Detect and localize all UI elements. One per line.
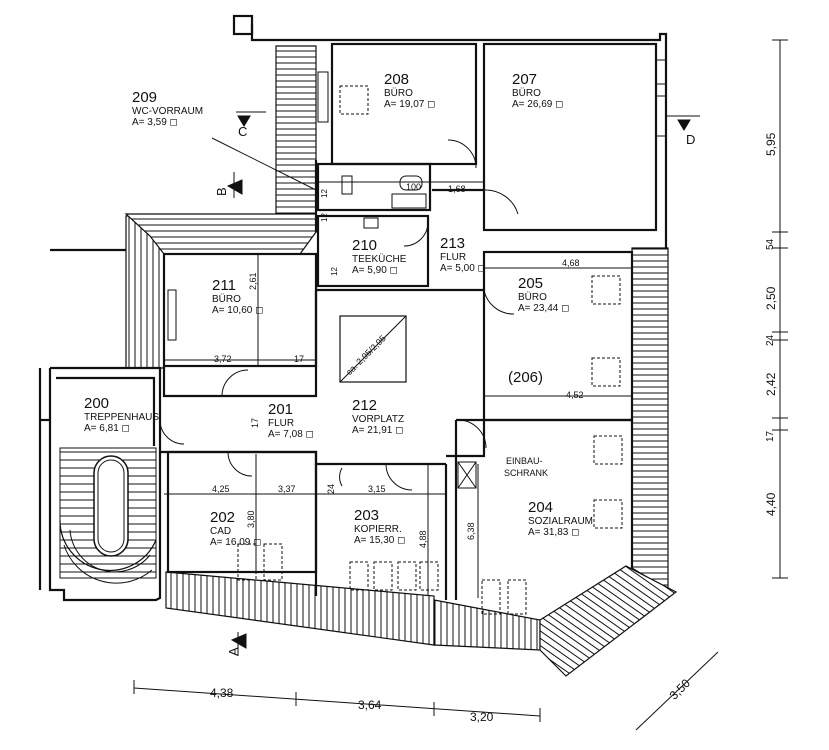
section-label-d: D [686,132,696,147]
room-name: VORPLATZ [352,414,405,425]
room-number: 200 [84,395,110,412]
room-202: 202 CAD A= 16,09 ◻ [210,509,262,549]
dim-right-250: 2,50 [764,286,778,310]
room-209: 209 WC-VORRAUM A= 3,59 ◻ [132,89,204,129]
room-area: A= 10,60 ◻ [212,305,264,316]
room-208: 208 BÜRO A= 19,07 ◻ [384,71,436,111]
dim-452: 4,52 [566,390,584,400]
staircase [59,447,157,584]
furniture [237,85,623,615]
dim-315: 3,15 [368,484,386,494]
room-name: BÜRO [518,292,547,303]
room-number: (206) [508,369,544,386]
room-206: (206) [508,370,543,386]
room-name: BÜRO [384,88,413,99]
room-area: A= 26,69 ◻ [512,99,564,110]
room-number: 208 [384,71,410,88]
room-area: A= 5,90 ◻ [352,265,398,276]
dim-right-440: 4,40 [764,492,778,516]
room-name: TEEKÜCHE [352,254,407,265]
dim-638: 6,38 [466,522,476,540]
room-203: 203 KOPIERR. A= 15,30 ◻ [354,507,406,547]
dim-right-242: 2,42 [764,372,778,396]
room-area: A= 19,07 ◻ [384,99,436,110]
room-number: 207 [512,71,538,88]
room-number: 203 [354,507,380,524]
dim-337: 3,37 [278,484,296,494]
room-area: A= 3,59 ◻ [132,117,178,128]
section-label-c: C [238,124,248,139]
room-name: KOPIERR. [354,524,402,535]
dim-17a: 17 [294,354,305,364]
dim-bottom-438: 4,38 [210,686,234,700]
dim-right-17: 17 [765,430,776,442]
room-name: SOZIALRAUM [528,516,594,527]
wc-fixtures [341,175,427,229]
dim-12a: 12 [320,189,329,198]
dim-17b: 17 [250,417,260,428]
section-label-a: A [226,647,241,656]
dim-right-24: 24 [765,334,776,346]
dim-425: 4,25 [212,484,230,494]
dim-488: 4,88 [418,530,428,548]
room-name: BÜRO [212,294,241,305]
room-201: 201 FLUR A= 7,08 ◻ [268,401,314,441]
room-213: 213 FLUR A= 5,00 ◻ [440,235,486,275]
dim-bottom-320: 3,20 [470,710,494,724]
room-210: 210 TEEKÜCHE A= 5,90 ◻ [352,237,407,277]
room-204: 204 SOZIALRAUM A= 31,83 ◻ [528,499,594,539]
room-area: A= 15,30 ◻ [354,535,406,546]
room-number: 210 [352,237,378,254]
dim-right-595: 5,95 [764,132,778,156]
room-211: 211 BÜRO A= 10,60 ◻ [212,277,264,317]
section-markers [226,111,700,656]
room-name: BÜRO [512,88,541,99]
cabinet-label-1: EINBAU- [506,456,543,466]
dim-372: 3,72 [214,354,232,364]
dim-100: 100 [406,182,422,192]
dim-12c: 12 [330,267,339,276]
dim-380: 3,80 [246,510,256,528]
room-area: A= 21,91 ◻ [352,425,404,436]
room-name: FLUR [440,252,467,263]
dim-468: 4,68 [562,258,580,268]
section-label-b: B [214,187,229,196]
room-207: 207 BÜRO A= 26,69 ◻ [512,71,564,111]
walls [38,14,668,602]
room-area: A= 6,81 ◻ [84,423,130,434]
room-number: 201 [268,401,294,418]
room-name: CAD [210,526,232,537]
void-opening [339,315,407,383]
room-200: 200 TREPPENHAUS A= 6,81 ◻ [84,395,160,435]
room-area: A= 31,83 ◻ [528,527,580,538]
dimension-lines [133,24,788,731]
room-number: 213 [440,235,466,252]
dim-168: 1,68 [448,184,466,194]
room-area: A= 23,44 ◻ [518,303,570,314]
room-name: WC-VORRAUM [132,106,204,117]
dim-bottom-364: 3,64 [358,698,382,712]
room-name: TREPPENHAUS [84,412,160,423]
room-area: A= 16,09 ◻ [210,537,262,548]
room-number: 209 [132,89,158,106]
roof-hatching [124,45,678,677]
room-number: 204 [528,499,554,516]
room-number: 211 [212,277,236,294]
room-name: FLUR [268,418,295,429]
room-number: 205 [518,275,544,292]
room-number: 202 [210,509,236,526]
room-205: 205 BÜRO A= 23,44 ◻ [518,275,570,315]
room-area: A= 7,08 ◻ [268,429,314,440]
room-number: 212 [352,397,378,414]
cabinet [457,461,477,489]
dim-261: 2,61 [248,272,258,290]
room-area: A= 5,00 ◻ [440,263,486,274]
dim-right-54: 54 [765,238,776,250]
dim-24: 24 [326,483,336,494]
cabinet-label-2: SCHRANK [504,468,549,478]
doors [159,139,519,491]
dim-12b: 12 [320,213,329,222]
room-212: 212 VORPLATZ A= 21,91 ◻ [352,397,405,437]
